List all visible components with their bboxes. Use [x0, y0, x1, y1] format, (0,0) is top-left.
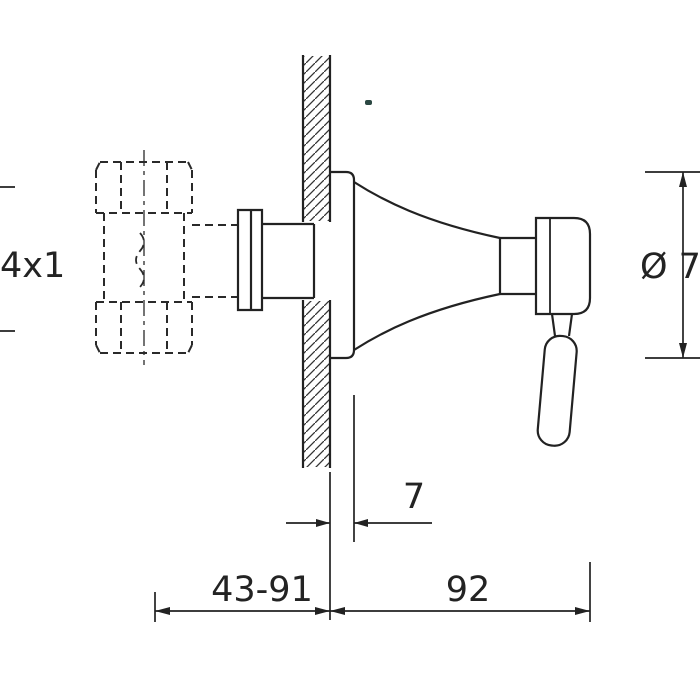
arrowhead-right [575, 607, 590, 615]
hub-cap [534, 216, 592, 316]
arrowhead-left [330, 607, 345, 615]
depth-dimension-label: 7 [403, 477, 425, 517]
dimension-thread: 4x1 [0, 186, 65, 332]
neck [500, 236, 536, 296]
rough-in-dimension-label: 43-91 [211, 570, 313, 610]
outlet-pipe-hidden [192, 224, 238, 298]
valve-cartridge-detail [135, 232, 145, 288]
lever-handle [536, 313, 578, 447]
dimension-depth-7: 7 [286, 395, 432, 620]
arrowhead-down [679, 343, 687, 358]
arrowhead-left [155, 607, 170, 615]
wall-hatch-upper [304, 56, 329, 221]
flange-ring [236, 208, 264, 312]
wall-section [301, 55, 332, 468]
escutcheon-plate [330, 170, 356, 360]
speck-artifact [365, 100, 372, 105]
thread-extension-ticks [0, 186, 15, 332]
projection-dimension-label: 92 [446, 570, 491, 610]
lever-stem [550, 313, 574, 337]
valve-body-sides [103, 213, 185, 302]
wall-hatch-lower [304, 301, 329, 467]
trumpet-escutcheon [330, 170, 536, 360]
diameter-extension-lines [645, 171, 700, 359]
diameter-label: Ø 7 [640, 247, 700, 287]
arrowhead-up [679, 172, 687, 187]
arrowhead-left [354, 519, 368, 527]
connection-sleeve [236, 208, 316, 312]
thread-size-label: 4x1 [0, 246, 65, 286]
dimension-projection: 92 [330, 562, 591, 622]
dimension-rough-in: 43-91 [154, 570, 330, 622]
concealed-valve-body [95, 150, 238, 365]
cone-bottom-edge [353, 292, 501, 351]
cone-top-edge [353, 181, 501, 240]
dimension-diameter: Ø 7 [640, 171, 700, 359]
handle-hub [534, 216, 592, 316]
lever-grip [536, 334, 578, 447]
arrowhead-right [315, 607, 330, 615]
arrowhead-right [316, 519, 330, 527]
sleeve-pipe [262, 222, 316, 300]
